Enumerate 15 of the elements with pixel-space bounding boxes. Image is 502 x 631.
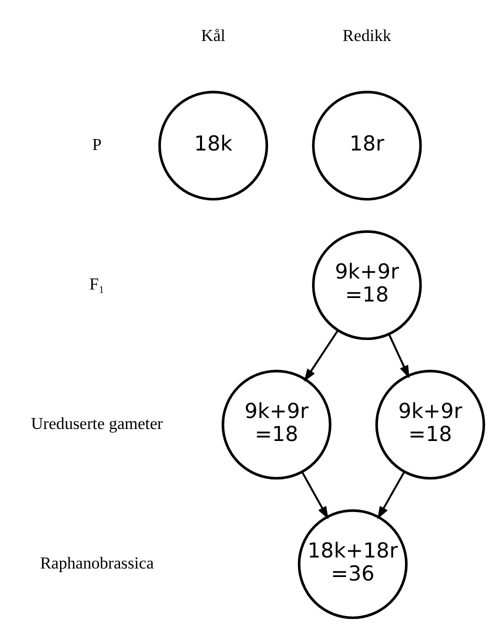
node-circle: 9k+9r =18: [312, 230, 422, 340]
label: Kål: [201, 26, 226, 45]
node-circle: 9k+9r =18: [375, 370, 486, 480]
arrow: [388, 334, 410, 378]
node-circle: 18k+18r =36: [298, 509, 408, 620]
label: P: [92, 135, 102, 154]
label: F₁: [89, 274, 105, 294]
arrow: [377, 471, 406, 520]
node-circle: 18r: [312, 90, 422, 201]
arrow: [304, 330, 339, 382]
arrow: [301, 471, 328, 520]
node-circle: 18k: [158, 90, 268, 201]
label: Ureduserte gameter: [31, 414, 163, 434]
label: Raphanobrassica: [40, 554, 154, 573]
label: Redikk: [342, 26, 392, 45]
